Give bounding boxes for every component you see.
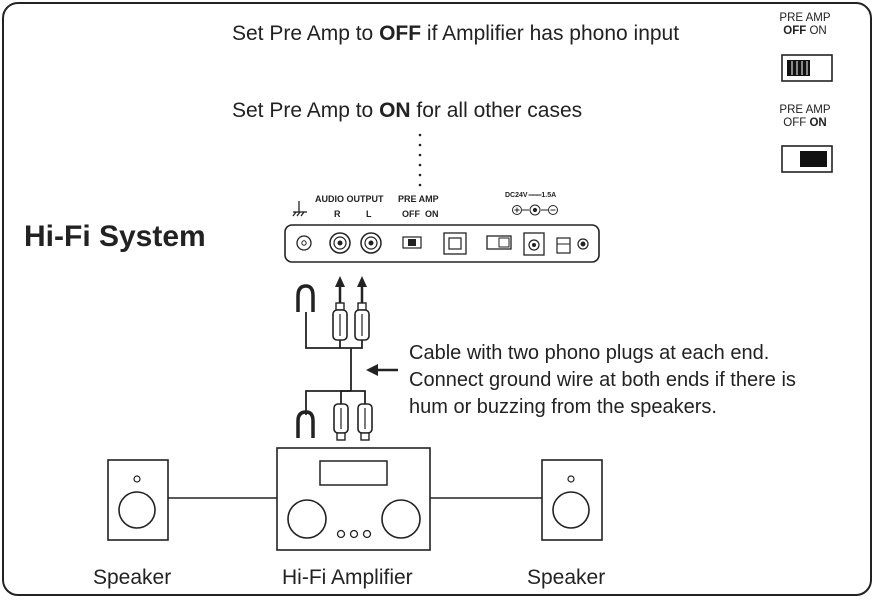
switch-on-legend: PRE AMP OFF ON [779, 104, 831, 129]
speaker-right-label: Speaker [527, 566, 606, 589]
channel-l-label: L [366, 209, 372, 219]
fuse-holder [556, 237, 571, 254]
power-polarity-icon [512, 204, 558, 216]
dotted-leader [418, 133, 422, 187]
power-rating: DC24V ═══ 1.5A [505, 192, 557, 199]
switch-off-legend: PRE AMP OFF ON [779, 12, 831, 37]
lower-cable [296, 390, 373, 441]
cable-note: Cable with two phono plugs at each end. … [409, 342, 796, 418]
channel-r-label: R [334, 209, 341, 219]
diagram-frame [2, 2, 872, 596]
speaker-left-label: Speaker [93, 566, 172, 589]
switch-off-icon [781, 54, 833, 82]
amplifier [276, 447, 431, 551]
pre-amp-label: PRE AMP [398, 194, 439, 204]
pre-amp-off-label: OFF [402, 209, 420, 219]
middle-cable [350, 348, 398, 391]
speaker-left [107, 459, 169, 541]
back-panel [284, 224, 600, 263]
audio-output-label: AUDIO OUTPUT [315, 194, 384, 204]
instruction-off: Set Pre Amp to OFF if Amplifier has phon… [232, 22, 680, 45]
ground-icon [292, 201, 307, 217]
upper-cable [296, 276, 370, 349]
switch-on-icon [781, 145, 833, 173]
amplifier-label: Hi-Fi Amplifier [282, 566, 413, 589]
speaker-right [541, 459, 603, 541]
pre-amp-on-label: ON [425, 209, 439, 219]
system-title: Hi-Fi System [24, 220, 206, 253]
instruction-on: Set Pre Amp to ON for all other cases [232, 99, 583, 122]
